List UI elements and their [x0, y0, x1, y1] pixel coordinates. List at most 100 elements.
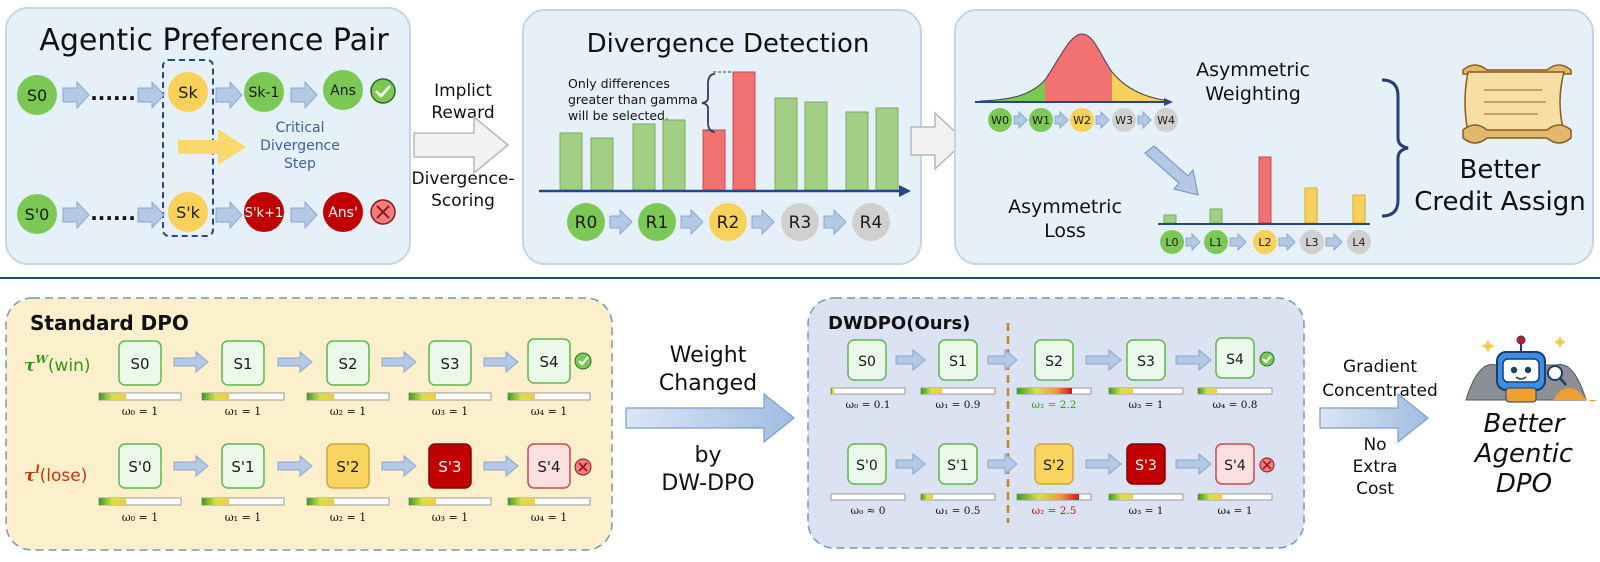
big-arrow-icon [910, 111, 967, 171]
by-dwdpo-label: by [695, 443, 722, 468]
node-l1 [1204, 230, 1228, 254]
check-icon [574, 352, 592, 370]
node-w0 [988, 108, 1012, 132]
better-agentic-dpo-label: Better [1484, 409, 1567, 439]
bar [1258, 156, 1272, 224]
weight-label: ω₀ = 1 [122, 405, 159, 418]
gamma-brace [701, 73, 716, 133]
state-label: S3 [1137, 354, 1155, 370]
win-trajectory: S0 ...... Sk Sk-1 Ans [17, 70, 396, 115]
state-box [221, 443, 265, 489]
reward-bars [559, 71, 899, 191]
state-box [326, 340, 370, 386]
scroll-icon [1462, 64, 1572, 144]
better-credit-label: Credit Assign [1414, 187, 1586, 217]
weighting-panel: Asymmetric Weighting W0 W1 W2 W3 W4 Asym… [954, 9, 1594, 265]
node-w3-label: W3 [1115, 114, 1133, 127]
weight-bar-fill [307, 498, 334, 505]
state-box [1126, 443, 1166, 485]
cross-icon [370, 199, 396, 225]
state-label: S1 [949, 354, 967, 370]
weight-bar-fill [99, 393, 126, 400]
weight-label: ω₃ = 1 [1129, 505, 1164, 517]
weight-label-highlight: ω₂ = 2.2 [1032, 399, 1077, 411]
node-l4 [1347, 230, 1371, 254]
arrow-icon [173, 454, 209, 478]
divergence-panel: Divergence Detection Only differences gr… [522, 9, 922, 265]
arrow-icon [1325, 232, 1343, 252]
bar [559, 132, 583, 191]
arrow-icon [62, 80, 90, 110]
state-label: S'0 [128, 458, 151, 476]
bar [845, 111, 869, 191]
bar [662, 119, 686, 191]
big-arrow-icon [413, 115, 510, 175]
state-label: S'1 [231, 458, 254, 476]
bar [1352, 194, 1366, 224]
node-w0-label: W0 [991, 114, 1009, 127]
weight-label: ω₃ = 1 [432, 405, 469, 418]
better-agentic-dpo-label: Agentic [1473, 439, 1573, 469]
gamma-note: Only differences [568, 76, 670, 91]
divergence-scoring-label: Scoring [431, 191, 495, 211]
node-r4-label: R4 [860, 213, 883, 233]
arrow-icon [483, 454, 519, 478]
bar [632, 123, 656, 191]
arrow-icon [277, 454, 313, 478]
weight-bar-fill [202, 498, 229, 505]
arrow-icon [277, 350, 313, 374]
node-r3-label: R3 [789, 213, 812, 233]
node-sk-label: Sk [178, 83, 198, 102]
standard-dpo-title: Standard DPO [30, 311, 189, 335]
node-sk [168, 72, 208, 112]
node-w4-label: W4 [1157, 114, 1175, 127]
implicit-reward-label: Implict [434, 81, 492, 101]
weight-label: ω₀ = 1 [122, 511, 159, 524]
critical-label: Critical [276, 120, 325, 136]
weight-label: ω₄ = 1 [1218, 505, 1253, 517]
cross-icon [574, 458, 592, 476]
arrow-icon [290, 200, 318, 230]
arrow-icon [895, 452, 926, 476]
node-sk-1-label: Sk-1 [249, 85, 280, 101]
x-axis-arrowhead [899, 185, 911, 197]
bar [1163, 214, 1177, 224]
gamma-note: will be selected. [568, 108, 669, 123]
weight-label: ω₁ = 0.9 [936, 399, 981, 411]
dwdpo-panel: DWDPO(Ours) S0 S1 S2 S3 S4 [807, 297, 1305, 549]
weight-bar-fill [1198, 494, 1222, 500]
node-l0-label: L0 [1165, 236, 1178, 249]
gamma-note: greater than gamma [568, 92, 698, 107]
arrow-icon [381, 454, 417, 478]
bar [804, 101, 828, 191]
weight-bar-fill [409, 498, 436, 505]
arrow-icon [290, 80, 318, 110]
arrow-icon [173, 350, 209, 374]
loss-bars [1163, 156, 1366, 224]
node-s0-prime [17, 194, 57, 234]
state-label: S'3 [438, 458, 461, 476]
node-ans-prime [323, 192, 363, 232]
state-box [938, 443, 978, 485]
asymmetric-loss-label: Loss [1044, 220, 1086, 242]
node-w1-label: W1 [1032, 114, 1050, 127]
bar [702, 129, 726, 191]
node-sk-1 [244, 72, 284, 112]
state-box [1215, 443, 1255, 485]
weight-bar-fill [508, 498, 535, 505]
weight-changed-arrow: Weight Changed by DW-DPO [625, 343, 795, 496]
node-r0-label: R0 [575, 213, 598, 233]
node-r4 [852, 203, 890, 241]
weight-label: ω₃ = 1 [432, 511, 469, 524]
lose-label: τl(lose) [24, 463, 87, 486]
standard-win-weights [98, 392, 591, 401]
bar [1209, 208, 1223, 224]
node-l0 [1160, 230, 1184, 254]
standard-lose-row: S'0 S'1 S'2 S'3 S'4 [118, 443, 592, 489]
node-l2-label: L2 [1258, 236, 1271, 249]
state-label: S'1 [947, 458, 969, 474]
node-l1-label: L1 [1209, 236, 1222, 249]
arrow-icon [1175, 452, 1212, 476]
right-brace [1381, 78, 1409, 218]
